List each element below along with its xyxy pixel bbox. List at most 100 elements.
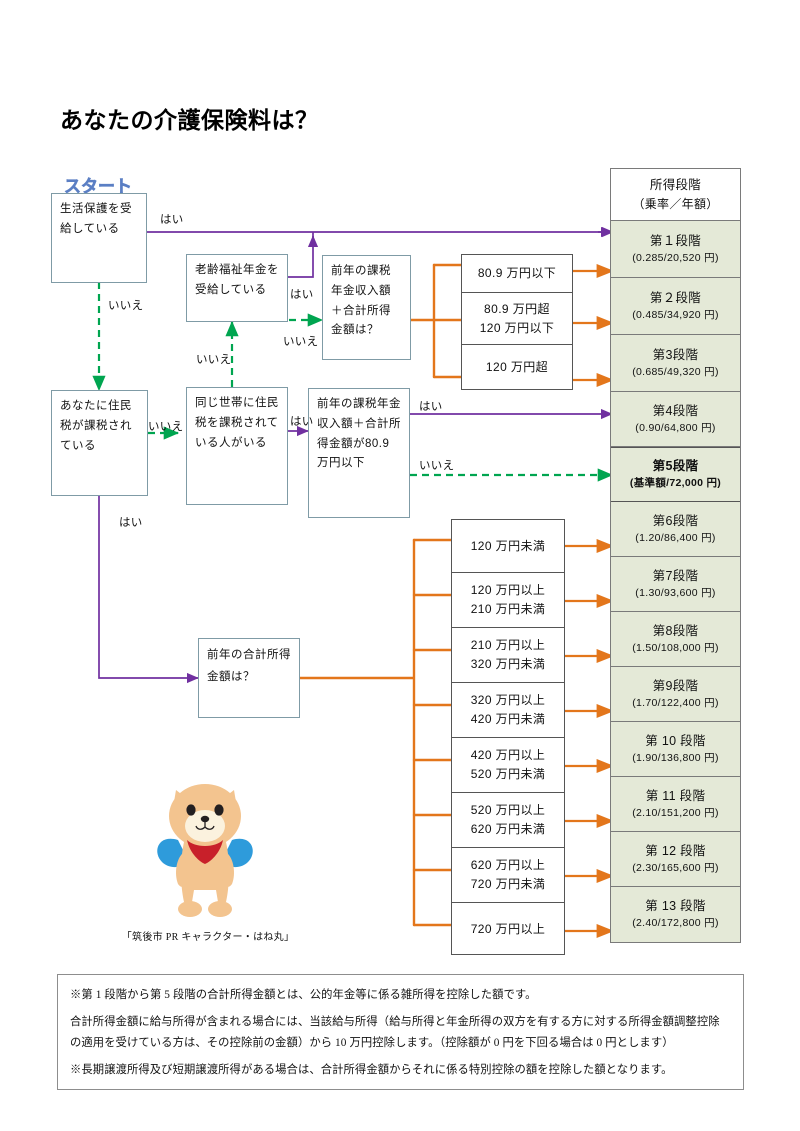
decision-box-taxable-pension-income-q-text: 前年の課税年金収入額＋合計所得金額は？ bbox=[331, 265, 391, 337]
stage-name: 第 12 段階 bbox=[645, 843, 706, 858]
stage-rate: (1.20/86,400 円) bbox=[635, 531, 716, 544]
stage-rate: (基準額/72,000 円) bbox=[629, 477, 722, 489]
footnote-box: ※第 1 段階から第 5 段階の合計所得金額とは、公的年金等に係る雑所得を控除し… bbox=[57, 974, 744, 1090]
decision-box-old-age-pension-text: 老齢福祉年金を受給している bbox=[195, 264, 279, 296]
stage-rate: (0.685/49,320 円) bbox=[632, 365, 719, 378]
stage-row-5[interactable]: 第5段階 (基準額/72,000 円) bbox=[611, 447, 740, 502]
range-row[interactable]: 120 万円超 bbox=[462, 345, 572, 389]
range-row[interactable]: 120 万円以上 210 万円未満 bbox=[452, 573, 564, 628]
stage-row-8[interactable]: 第8段階 (1.50/108,000 円) bbox=[611, 612, 740, 667]
stage-name: 第7段階 bbox=[652, 568, 699, 583]
income-stage-table: 所得段階 （乗率／年額） 第１段階 (0.285/20,520 円) 第２段階 … bbox=[610, 168, 741, 943]
stage-rate: (1.50/108,000 円) bbox=[632, 641, 719, 654]
stage-rate: (2.40/172,800 円) bbox=[632, 917, 719, 929]
range-line: 120 万円以下 bbox=[479, 320, 555, 335]
decision-box-total-income-q-text: 前年の合計所得金額は？ bbox=[207, 649, 291, 683]
stage-row-12[interactable]: 第 12 段階 (2.30/165,600 円) bbox=[611, 832, 740, 887]
stage-row-13[interactable]: 第 13 段階 (2.40/172,800 円) bbox=[611, 887, 740, 942]
mascot-character bbox=[140, 768, 270, 928]
decision-box-pension-809[interactable]: 前年の課税年金収入額＋合計所得金額が80.9 万円以下 bbox=[308, 388, 410, 518]
decision-box-welfare[interactable]: 生活保護を受給している bbox=[51, 193, 147, 283]
stage-row-11[interactable]: 第 11 段階 (2.10/151,200 円) bbox=[611, 777, 740, 832]
range-line: 210 万円未満 bbox=[470, 602, 546, 616]
edge-label-yes-household: はい bbox=[290, 416, 314, 428]
page-title: あなたの介護保険料は？ bbox=[60, 107, 319, 133]
mascot-caption: 「筑後市 PR キャラクター・はね丸」 bbox=[121, 932, 295, 943]
stage-row-1[interactable]: 第１段階 (0.285/20,520 円) bbox=[611, 221, 740, 278]
stage-rate: (1.90/136,800 円) bbox=[632, 751, 719, 764]
stage-rate: (1.70/122,400 円) bbox=[632, 696, 719, 709]
edge-label-no-household-up: いいえ bbox=[196, 354, 232, 366]
stage-header-title: 所得段階 bbox=[649, 178, 702, 193]
stage-row-4[interactable]: 第4段階 (0.90/64,800 円) bbox=[611, 392, 740, 447]
footnote-line-2: 合計所得金額に給与所得が含まれる場合には、当該給与所得（給与所得と年金所得の双方… bbox=[70, 1015, 720, 1049]
edge-label-no-pension: いいえ bbox=[283, 336, 319, 348]
decision-box-resident-tax-household[interactable]: 同じ世帯に住民税を課税されている人がいる bbox=[186, 387, 288, 505]
stage-name: 第１段階 bbox=[649, 233, 702, 248]
stage-row-3[interactable]: 第3段階 (0.685/49,320 円) bbox=[611, 335, 740, 392]
range-line: 320 万円未満 bbox=[470, 657, 546, 671]
stage-row-2[interactable]: 第２段階 (0.485/34,920 円) bbox=[611, 278, 740, 335]
range-row[interactable]: 320 万円以上 420 万円未満 bbox=[452, 683, 564, 738]
range-line: 120 万円以上 bbox=[470, 583, 546, 598]
stage-row-7[interactable]: 第7段階 (1.30/93,600 円) bbox=[611, 557, 740, 612]
footnote-line-3: ※長期譲渡所得及び短期譲渡所得がある場合は、合計所得金額からそれに係る特別控除の… bbox=[70, 1063, 673, 1076]
decision-box-pension-809-text: 前年の課税年金収入額＋合計所得金額が80.9 万円以下 bbox=[317, 398, 401, 470]
range-line: 620 万円未満 bbox=[470, 822, 546, 836]
stage-rate: (0.485/34,920 円) bbox=[632, 308, 719, 321]
range-line: 720 万円未満 bbox=[470, 877, 546, 891]
stage-table-header: 所得段階 （乗率／年額） bbox=[611, 169, 740, 221]
edge-label-yes-welfare: はい bbox=[160, 214, 184, 226]
range-line: 320 万円以上 bbox=[470, 693, 546, 708]
range-line: 620 万円以上 bbox=[470, 858, 546, 873]
stage-name: 第8段階 bbox=[652, 623, 699, 638]
decision-box-welfare-text: 生活保護を受給している bbox=[60, 203, 132, 235]
stage-row-6[interactable]: 第6段階 (1.20/86,400 円) bbox=[611, 502, 740, 557]
range-row[interactable]: 210 万円以上 320 万円未満 bbox=[452, 628, 564, 683]
edge-label-no-809: いいえ bbox=[419, 460, 455, 472]
decision-box-taxable-pension-income-q[interactable]: 前年の課税年金収入額＋合計所得金額は？ bbox=[322, 255, 411, 360]
range-line: 520 万円以上 bbox=[470, 803, 546, 818]
stage-name: 第6段階 bbox=[652, 513, 699, 528]
stage-rate: (1.30/93,600 円) bbox=[635, 586, 716, 599]
scarf-icon bbox=[187, 840, 223, 864]
decision-box-resident-tax-self[interactable]: あなたに住民税が課税されている bbox=[51, 390, 148, 496]
stage-name: 第 11 段階 bbox=[645, 788, 706, 803]
decision-box-total-income-q[interactable]: 前年の合計所得金額は？ bbox=[198, 638, 300, 718]
range-row[interactable]: 120 万円未満 bbox=[452, 520, 564, 573]
range-line: 120 万円超 bbox=[485, 359, 549, 374]
range-row[interactable]: 520 万円以上 620 万円未満 bbox=[452, 793, 564, 848]
mascot-illustration bbox=[157, 784, 253, 917]
range-line: 520 万円未満 bbox=[470, 767, 546, 781]
edge-label-yes-pension: はい bbox=[290, 289, 314, 301]
range-line: 120 万円未満 bbox=[470, 538, 546, 553]
range-row[interactable]: 620 万円以上 720 万円未満 bbox=[452, 848, 564, 903]
edge-label-yes-self-tax-down: はい bbox=[119, 517, 143, 529]
stage-rate: (0.90/64,800 円) bbox=[635, 421, 716, 434]
stage-name: 第5段階 bbox=[652, 459, 699, 474]
range-row[interactable]: 80.9 万円超 120 万円以下 bbox=[462, 293, 572, 345]
stage-rate: (2.10/151,200 円) bbox=[632, 806, 719, 819]
stage-row-10[interactable]: 第 10 段階 (1.90/136,800 円) bbox=[611, 722, 740, 777]
edge-label-no-self-tax: いいえ bbox=[148, 421, 184, 433]
start-label: スタート bbox=[64, 177, 133, 197]
decision-box-resident-tax-self-text: あなたに住民税が課税されている bbox=[60, 400, 132, 452]
decision-box-old-age-pension[interactable]: 老齢福祉年金を受給している bbox=[186, 254, 288, 322]
stage-rate: (0.285/20,520 円) bbox=[632, 251, 719, 264]
range-row[interactable]: 420 万円以上 520 万円未満 bbox=[452, 738, 564, 793]
stage-name: 第3段階 bbox=[652, 347, 699, 362]
range-line: 420 万円未満 bbox=[470, 712, 546, 726]
stage-row-9[interactable]: 第9段階 (1.70/122,400 円) bbox=[611, 667, 740, 722]
range-row[interactable]: 80.9 万円以下 bbox=[462, 255, 572, 293]
stage-name: 第 13 段階 bbox=[645, 899, 706, 914]
stage-name: 第4段階 bbox=[652, 403, 699, 418]
edge-label-no-welfare: いいえ bbox=[108, 300, 144, 312]
stage-name: 第9段階 bbox=[652, 678, 699, 693]
upper-range-table: 80.9 万円以下 80.9 万円超 120 万円以下 120 万円超 bbox=[461, 254, 573, 390]
range-row[interactable]: 720 万円以上 bbox=[452, 903, 564, 956]
edge-label-yes-809: はい bbox=[419, 401, 443, 413]
range-line: 80.9 万円超 bbox=[484, 301, 550, 316]
stage-rate: (2.30/165,600 円) bbox=[632, 861, 719, 874]
decision-box-resident-tax-household-text: 同じ世帯に住民税を課税されている人がいる bbox=[195, 397, 279, 449]
